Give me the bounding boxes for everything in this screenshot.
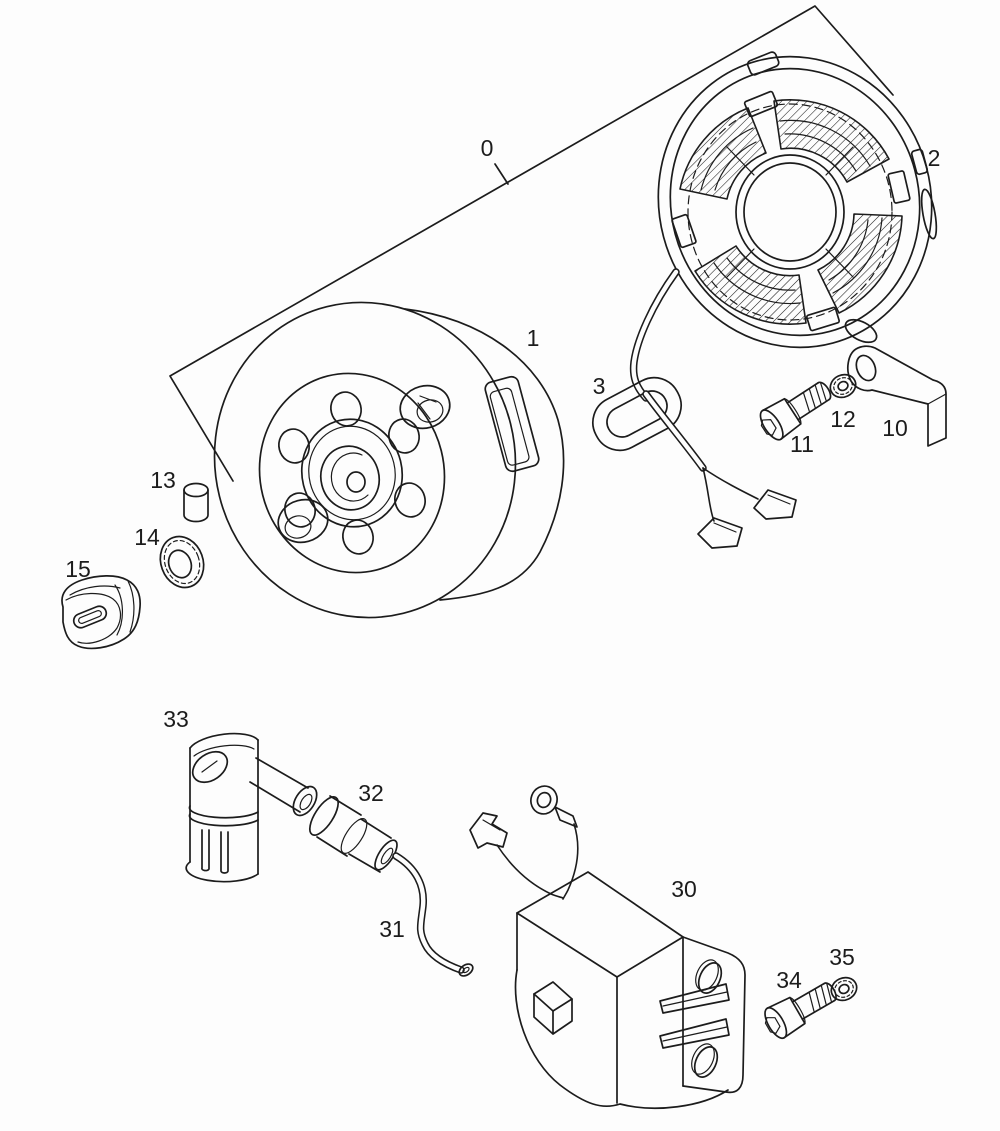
- part-label-11: 11: [790, 431, 814, 457]
- part-label-10: 10: [882, 415, 908, 441]
- stator-coil-upper-left: [679, 107, 767, 200]
- part-label-34: 34: [776, 967, 802, 993]
- stator-coil-upper-right: [773, 99, 890, 183]
- washer-14: [159, 535, 205, 589]
- stator-coil-bottom: [694, 245, 807, 325]
- part-label-3: 3: [593, 373, 606, 399]
- part-label-30: 30: [671, 876, 697, 902]
- flange-nut: [61, 575, 141, 650]
- part-label-0: 0: [481, 135, 494, 161]
- part-label-1: 1: [527, 325, 540, 351]
- part-label-13: 13: [150, 467, 176, 493]
- flywheel-rotor: [213, 301, 565, 619]
- callout-labels: 0 1 2 3 10 11 12 13 14 15 30 31 32 33 34…: [65, 135, 940, 993]
- assembly-extent-line: [169, 5, 894, 482]
- part-label-14: 14: [134, 524, 160, 550]
- stator-coil-right: [817, 213, 903, 314]
- spark-plug-wire: [392, 852, 474, 977]
- flywheel-magnet-pocket-lower: [277, 498, 329, 544]
- stator-lead-wire: [629, 268, 680, 402]
- part-label-15: 15: [65, 556, 91, 582]
- part-label-12: 12: [830, 406, 856, 432]
- part-label-31: 31: [379, 916, 405, 942]
- part-label-32: 32: [358, 780, 384, 806]
- wire-grommet: [592, 376, 797, 549]
- ignition-coil: [469, 785, 746, 1109]
- coil-ground-wire-ring-terminal: [530, 785, 579, 900]
- coil-primary-terminal: [533, 981, 573, 1035]
- coil-mount-bracket: [659, 936, 746, 1094]
- plug-boot: [308, 795, 398, 873]
- flywheel-magnet-pocket-upper: [399, 384, 451, 430]
- spade-terminal-right: [753, 489, 797, 520]
- flywheel-slot: [484, 375, 540, 473]
- coil-primary-wire-spade: [469, 812, 564, 899]
- stator-assembly: [657, 51, 938, 349]
- part-label-33: 33: [163, 706, 189, 732]
- spade-terminal-left: [697, 517, 743, 549]
- part-label-2: 2: [928, 145, 941, 171]
- part-label-35: 35: [829, 944, 855, 970]
- dowel-pin: [183, 482, 209, 523]
- spark-plug-cap: [185, 732, 318, 883]
